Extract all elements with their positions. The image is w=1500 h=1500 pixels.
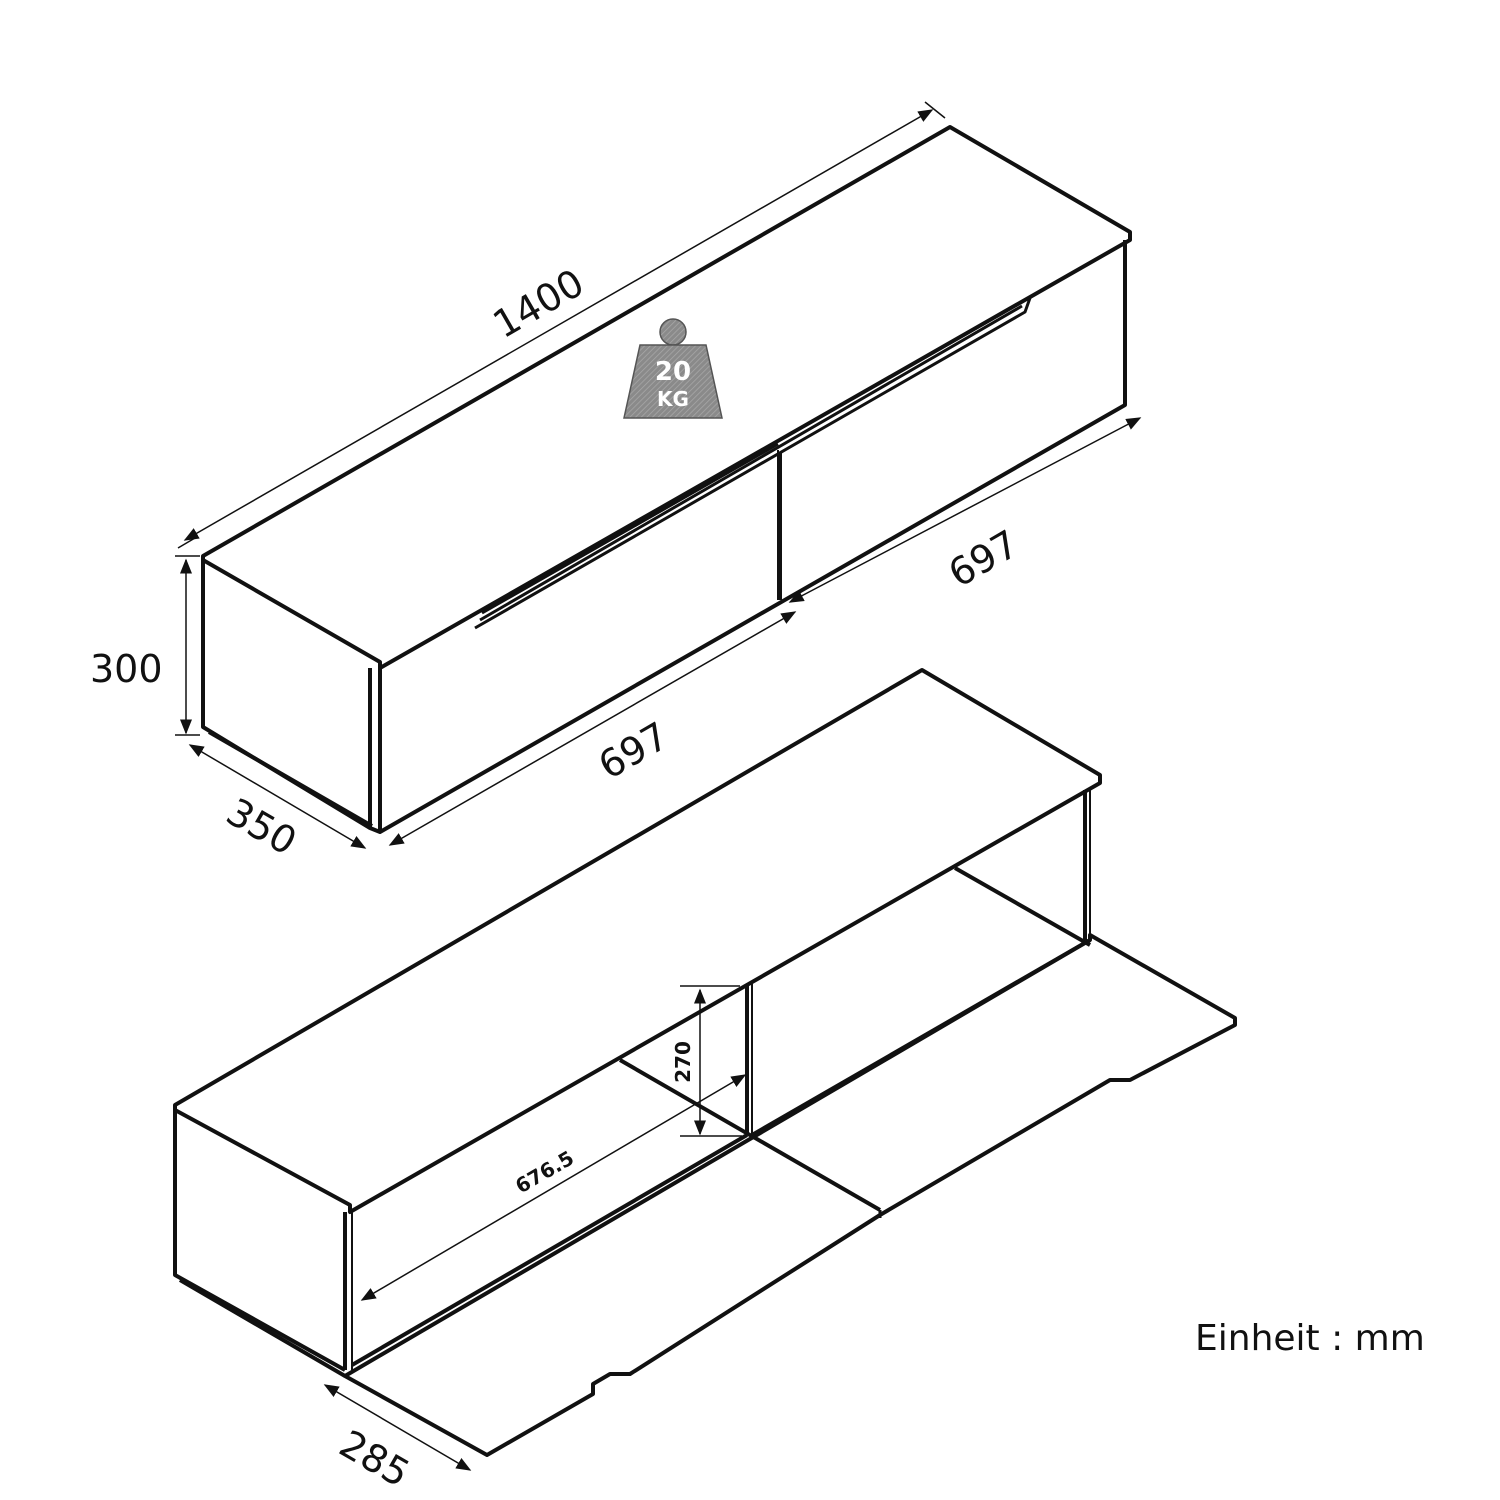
flap-depth-label: 285 bbox=[332, 1422, 417, 1496]
door-left-width-label: 697 bbox=[591, 714, 676, 788]
inner-height-label: 270 bbox=[671, 1041, 695, 1083]
total-width-label: 1400 bbox=[486, 261, 592, 347]
dimension-lines bbox=[175, 101, 1142, 1471]
height-label: 300 bbox=[90, 647, 163, 691]
closed-cabinet bbox=[201, 125, 1132, 834]
door-right-width-label: 697 bbox=[941, 522, 1026, 596]
open-cabinet-top bbox=[173, 668, 1102, 1214]
weight-value: 20 bbox=[655, 357, 691, 387]
open-flap bbox=[343, 933, 1237, 1457]
handle-groove bbox=[474, 297, 1032, 630]
weight-unit: KG bbox=[657, 387, 689, 411]
weight-badge-icon: 20 KG bbox=[623, 318, 723, 419]
depth-label: 350 bbox=[219, 790, 304, 864]
inner-width-label: 676.5 bbox=[511, 1146, 578, 1198]
open-cabinet bbox=[173, 668, 1237, 1457]
closed-cabinet-left-side bbox=[201, 560, 372, 830]
unit-label: Einheit : mm bbox=[1195, 1318, 1425, 1359]
